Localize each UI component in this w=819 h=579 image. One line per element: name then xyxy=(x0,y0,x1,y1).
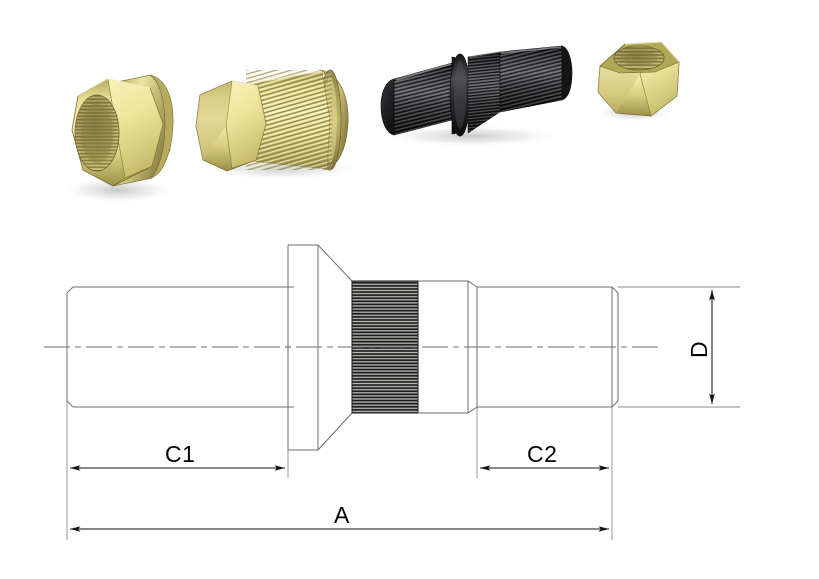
dimension-label-C2: C2 xyxy=(527,441,558,467)
part-threaded-sleeve-hex-head xyxy=(195,69,349,172)
part-hex-nut-small xyxy=(597,41,680,117)
part-hex-flange-nut-large xyxy=(71,74,174,187)
dimension-label-A: A xyxy=(334,502,350,528)
shadow-nut-large xyxy=(62,177,174,203)
shadow-stud xyxy=(384,125,560,147)
exploded-parts-photo-row xyxy=(62,41,680,203)
part-black-stud-bolt xyxy=(380,45,573,137)
dimension-label-D: D xyxy=(686,340,712,358)
extension-lines xyxy=(66,286,740,540)
dimension-label-C1: C1 xyxy=(165,441,196,467)
